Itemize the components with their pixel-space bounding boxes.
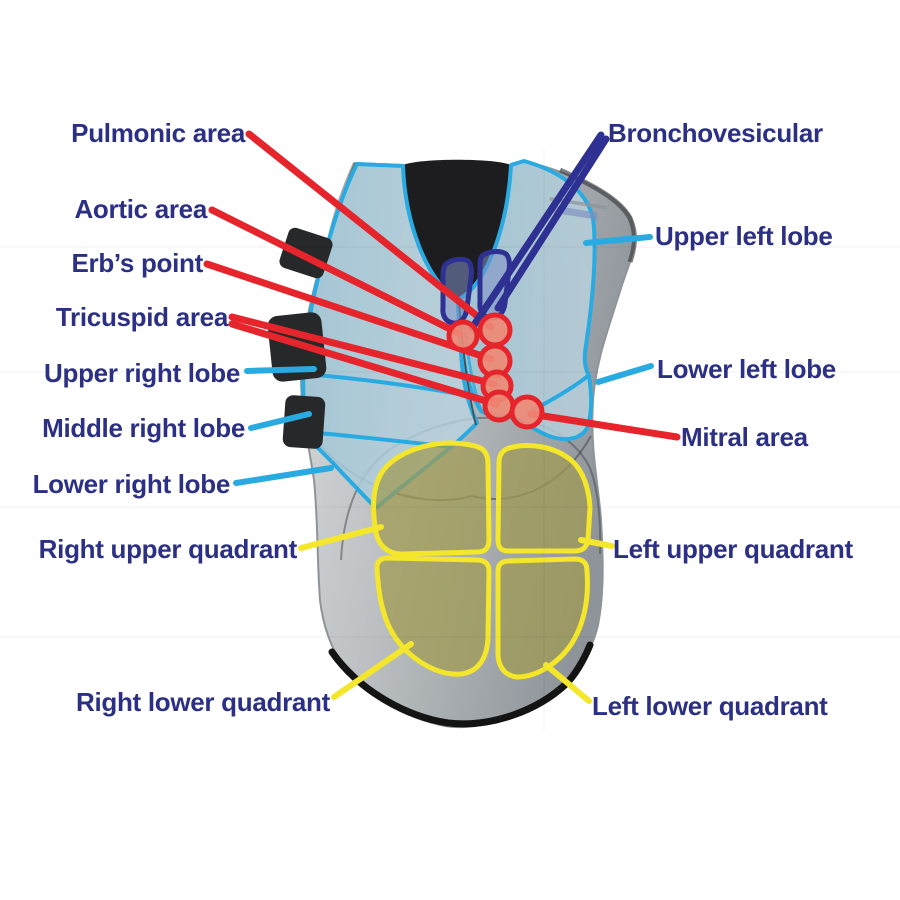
leader-tricuspid-area-1	[228, 313, 498, 388]
label-pulmonic-area: Pulmonic area	[71, 118, 245, 148]
point-mitral	[509, 394, 545, 430]
label-middle-right-lobe: Middle right lobe	[42, 413, 245, 443]
label-aortic-area: Aortic area	[74, 194, 207, 224]
leader-right-lower-quadrant	[331, 641, 414, 700]
heart-leaders	[203, 130, 681, 441]
label-upper-right-lobe: Upper right lobe	[44, 358, 240, 388]
region-left-lower-quadrant	[495, 556, 590, 680]
label-right-upper-quadrant: Right upper quadrant	[38, 534, 298, 564]
region-left-upper-quadrant	[495, 443, 593, 554]
leader-tricuspid-area-2	[228, 320, 500, 408]
leader-bronchovesicular-1	[468, 131, 605, 332]
label-right-lower-quadrant: Right lower quadrant	[75, 687, 330, 717]
leader-erbs-point	[203, 260, 495, 363]
leader-pulmonic-area	[245, 130, 495, 331]
label-mitral-area: Mitral area	[681, 422, 808, 452]
label-upper-left-lobe: Upper left lobe	[655, 221, 833, 251]
leader-bronchovesicular-2	[494, 135, 610, 312]
abdominal-quadrants	[371, 440, 593, 680]
label-left-lower-quadrant: Left lower quadrant	[592, 691, 828, 721]
label-lower-right-lobe: Lower right lobe	[32, 469, 231, 499]
leader-upper-right-lobe	[244, 366, 317, 374]
leader-left-lower-quadrant	[543, 662, 592, 704]
bronchovesicular-leaders	[468, 131, 610, 332]
point-tricuspid-lower	[482, 389, 516, 423]
leader-aortic-area	[208, 206, 464, 338]
hem-trim	[328, 641, 594, 728]
leader-right-upper-quadrant	[298, 524, 384, 551]
auscultation-points	[446, 312, 545, 430]
lung-leaders	[233, 234, 654, 486]
faint-guides	[0, 150, 900, 730]
leader-mitral-area	[527, 410, 681, 441]
label-erbs-point: Erb’s point	[71, 248, 203, 278]
label-bronchovesicular: Bronchovesicular	[608, 118, 823, 148]
leader-left-upper-quadrant	[578, 537, 615, 549]
region-right-upper-quadrant	[371, 440, 492, 557]
label-tricuspid-area: Tricuspid area	[55, 302, 228, 332]
label-lower-left-lobe: Lower left lobe	[657, 354, 836, 384]
side-strap-lower	[282, 395, 326, 449]
label-left-upper-quadrant: Left upper quadrant	[613, 534, 853, 564]
point-pulmonic	[477, 312, 513, 348]
quadrant-leaders	[298, 524, 615, 704]
leader-middle-right-lobe	[248, 411, 312, 431]
leader-lower-right-lobe	[233, 465, 334, 486]
right-shoulder-trim	[558, 167, 637, 263]
leader-upper-left-lobe	[583, 234, 653, 246]
leader-lower-left-lobe	[595, 363, 654, 385]
point-aortic	[446, 319, 480, 353]
